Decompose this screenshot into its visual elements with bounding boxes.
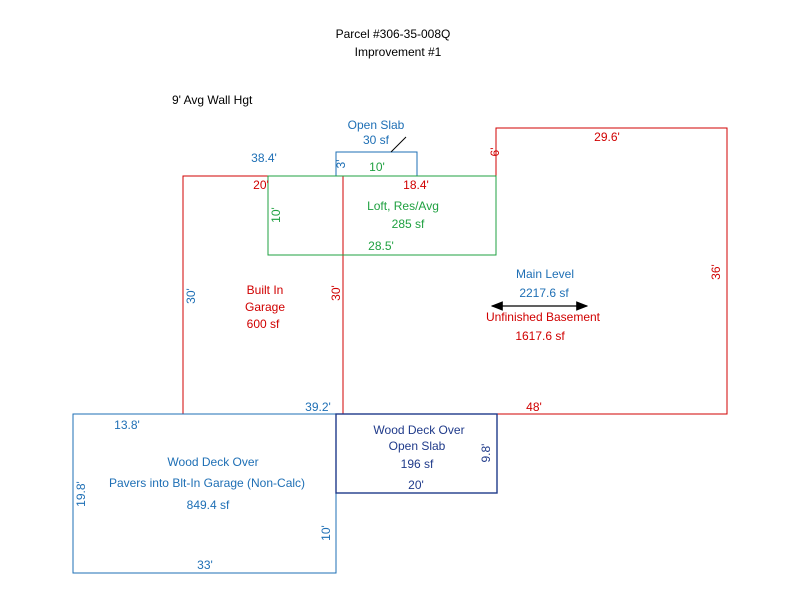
dim-9-8: 9.8' [479,444,493,463]
dim-6: 6' [488,148,502,157]
dim-10-slab: 10' [369,160,385,174]
basement-label: Unfinished Basement [486,310,601,324]
open-slab-label: Open Slab [348,118,405,132]
deck-left-label-line1: Wood Deck Over [167,455,258,469]
dim-48: 48' [526,400,542,414]
garage-label-line2: Garage [245,300,285,314]
main-level-outline [182,127,728,415]
dim-28-5: 28.5' [368,239,394,253]
dim-10-deck: 10' [319,525,333,541]
deck-middle-label-line2: Open Slab [389,439,446,453]
garage-area: 600 sf [247,317,280,331]
open-slab-leader-line [390,136,407,153]
dim-39-2: 39.2' [305,400,331,414]
dim-10-loft: 10' [269,207,283,223]
deck-middle-outline [335,413,498,494]
basement-area: 1617.6 sf [515,329,565,343]
deck-middle-label-line1: Wood Deck Over [373,423,464,437]
main-level-area: 2217.6 sf [519,286,569,300]
dim-30-left: 30' [184,288,198,304]
deck-left-label-line2: Pavers into Blt-In Garage (Non-Calc) [109,476,305,490]
dim-20-deck: 20' [408,478,424,492]
main-level-label: Main Level [516,267,574,281]
dim-36: 36' [709,264,723,280]
dim-20-top: 20' [253,178,269,192]
dim-19-8: 19.8' [74,481,88,507]
deck-left-outline [72,413,337,574]
loft-area: 285 sf [392,217,425,231]
dim-38-4: 38.4' [251,151,277,165]
open-slab-area: 30 sf [363,133,390,147]
loft-label: Loft, Res/Avg [367,199,439,213]
dim-33: 33' [197,558,213,572]
loft-outline [267,175,497,256]
dim-13-8: 13.8' [114,418,140,432]
deck-left-area: 849.4 sf [187,498,230,512]
dim-29-6: 29.6' [594,130,620,144]
dim-18-4: 18.4' [403,178,429,192]
dim-3: 3' [334,160,348,169]
dim-30-mid: 30' [329,285,343,301]
parcel-title: Parcel #306-35-008Q [336,27,451,41]
improvement-subtitle: Improvement #1 [355,45,442,59]
wall-height-note: 9' Avg Wall Hgt [172,93,253,107]
deck-middle-area: 196 sf [401,457,434,471]
garage-label-line1: Built In [247,283,284,297]
